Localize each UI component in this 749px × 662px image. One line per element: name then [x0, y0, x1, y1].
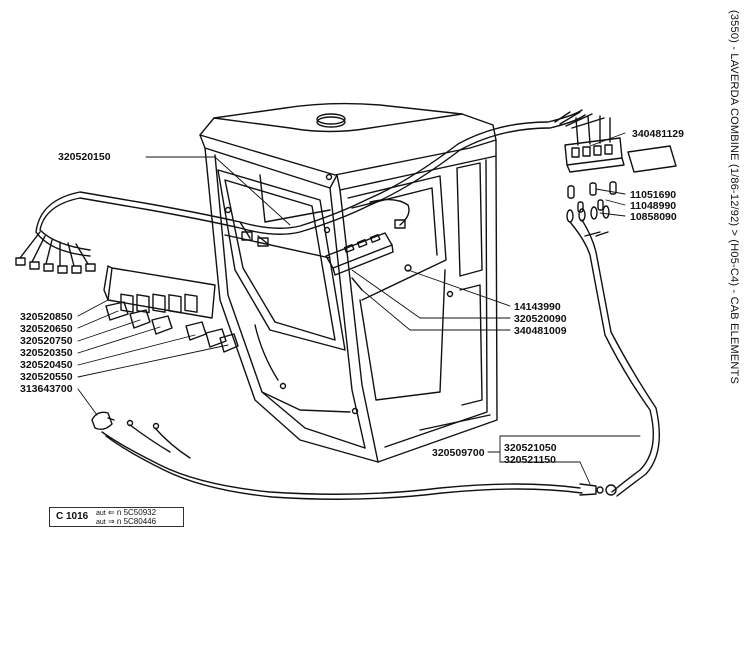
leader-lines	[77, 132, 641, 485]
serial-row-2-prefix: aut	[96, 519, 106, 526]
cab-frame	[199, 102, 498, 463]
connector-block	[564, 115, 677, 173]
switch-panel	[103, 265, 216, 319]
label-320520090: 320520090	[514, 313, 567, 325]
serial-row-2-arrow: ⇒ n	[107, 517, 122, 526]
label-320521150: 320521150	[504, 454, 556, 466]
label-11048990: 11048990	[630, 200, 676, 212]
label-320521050: 320521050	[504, 442, 557, 454]
label-320520850: 320520850	[20, 311, 73, 323]
label-320509700: 320509700	[432, 447, 485, 459]
label-11051690: 11051690	[630, 189, 676, 201]
lower-harness	[91, 411, 604, 500]
serial-row-2-value: 5C80446	[123, 517, 157, 526]
label-320520350: 320520350	[20, 347, 73, 359]
page-title: (3550) - LAVERDA COMBINE (1/86-12/92) > …	[722, 10, 742, 390]
serial-code-box: C 1016 aut ⇐ n 5C50932 aut ⇒ n 5C80446	[49, 507, 184, 527]
label-340481009: 340481009	[514, 325, 567, 337]
label-14143990: 14143990	[514, 301, 561, 313]
serial-row-1: aut ⇐ n 5C50932	[96, 508, 156, 518]
part-labels: 320520150 340481129 11051690 11048990 10…	[20, 128, 684, 466]
main-harness	[15, 109, 605, 274]
label-320520450: 320520450	[20, 359, 73, 371]
side-harness	[569, 219, 661, 497]
label-10858090: 10858090	[630, 211, 677, 223]
page-title-text: (3550) - LAVERDA COMBINE (1/86-12/92) > …	[728, 10, 740, 384]
label-320520650: 320520650	[20, 323, 73, 335]
rocker-switches	[105, 301, 239, 353]
label-313643700: 313643700	[20, 383, 73, 395]
label-320520550: 320520550	[20, 371, 73, 383]
serial-row-2: aut ⇒ n 5C80446	[96, 517, 156, 527]
serial-row-1-value: 5C50932	[123, 508, 157, 517]
label-320520750: 320520750	[20, 335, 73, 347]
serial-row-1-arrow: ⇐ n	[107, 508, 122, 517]
serial-row-1-prefix: aut	[96, 510, 106, 517]
label-320520150: 320520150	[58, 151, 111, 163]
code-label: C 1016	[56, 511, 89, 522]
label-340481129: 340481129	[632, 128, 684, 140]
overhead-console	[325, 232, 412, 291]
fuse-set	[566, 181, 617, 223]
